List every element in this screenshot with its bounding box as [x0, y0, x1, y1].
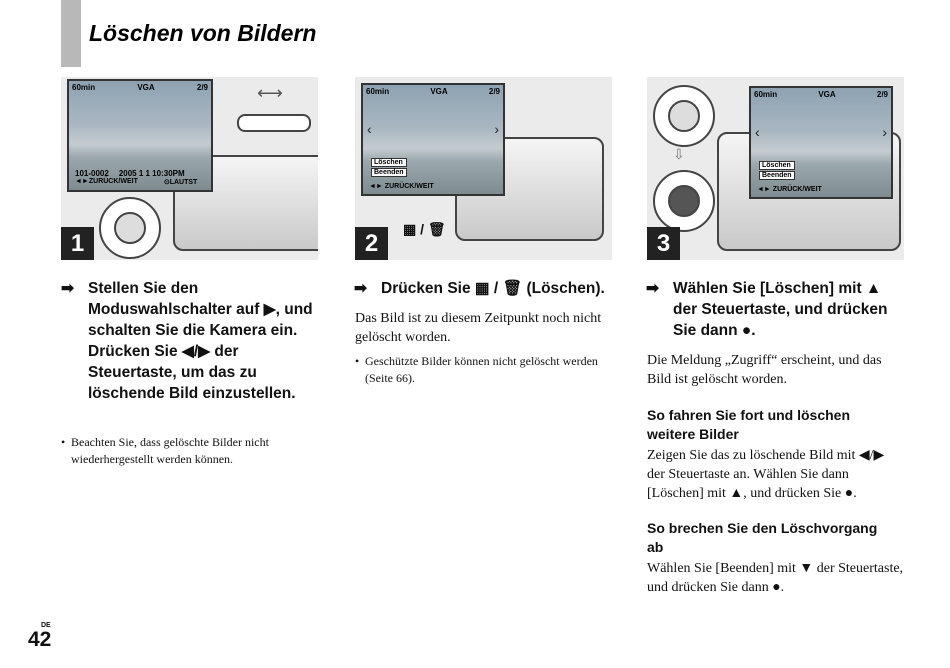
- camera-lcd: 60min VGA 2/9 ‹ › Löschen Beenden ◄► ZURÜC…: [361, 83, 505, 196]
- step-1-note: •Beachten Sie, dass gelöschte Bilder nic…: [61, 435, 269, 466]
- cancel-body: Wählen Sie [Beenden] mit ▼ der Steuertas…: [647, 561, 904, 595]
- step-3-heading-text: Wählen Sie [Löschen] mit ▲ der Steuertas…: [673, 280, 888, 339]
- right-arrow-icon: ➡: [646, 280, 659, 297]
- right-arrow-icon: ➡: [354, 280, 367, 297]
- menu-item-exit: Beenden: [371, 168, 407, 177]
- file-number: 101-0002: [75, 169, 109, 178]
- step-3-illustration: ⇩ 60min VGA 2/9 ‹ › Löschen Beenden ◄► ZUR…: [647, 77, 904, 260]
- subheading-continue: So fahren Sie fort und löschen weitere B…: [647, 407, 851, 442]
- step-1-heading: ➡ Stellen Sie den Moduswahlschalter auf …: [61, 278, 318, 404]
- note-text: Beachten Sie, dass gelöschte Bilder nich…: [71, 435, 269, 466]
- page-number: 42: [28, 628, 52, 651]
- control-button-press-icon: [653, 170, 715, 232]
- step-2-illustration: 60min VGA 2/9 ‹ › Löschen Beenden ◄► ZURÜC…: [355, 77, 612, 260]
- control-button-icon: [653, 85, 715, 147]
- note-text: Geschützte Bilder können nicht gelöscht …: [365, 354, 598, 385]
- step-2-heading: ➡ Drücken Sie ▦ / 🗑 (Löschen).: [354, 278, 621, 299]
- delete-menu: Löschen Beenden: [759, 161, 795, 181]
- quality-label: VGA: [818, 90, 836, 99]
- image-counter: 2/9: [488, 87, 500, 96]
- page-title: Löschen von Bildern: [89, 20, 317, 46]
- mode-switch: [237, 114, 311, 132]
- language-label: DE: [41, 622, 51, 629]
- step-2-note: •Geschützte Bilder können nicht gelöscht…: [355, 354, 598, 385]
- down-arrow-icon: ⇩: [673, 148, 685, 163]
- step-2-heading-text: Drücken Sie ▦ / 🗑 (Löschen).: [381, 280, 605, 297]
- lcd-hint: ◄► ZURÜCK/WEIT: [369, 183, 434, 190]
- battery-label: 60min: [72, 83, 96, 92]
- right-arrow-icon: ›: [882, 124, 887, 140]
- header-bar: [61, 0, 81, 67]
- delete-button-label: ▦ / 🗑: [403, 221, 446, 237]
- battery-label: 60min: [366, 87, 390, 96]
- battery-label: 60min: [754, 90, 778, 99]
- right-arrow-icon: ›: [494, 121, 499, 137]
- lcd-hint: ◄►ZURÜCK/WEIT: [75, 178, 138, 185]
- step-number: 1: [61, 227, 94, 260]
- step-number: 3: [647, 227, 680, 260]
- menu-item-delete: Löschen: [371, 158, 407, 167]
- step-1-heading-text: Stellen Sie den Moduswahlschalter auf ▶,…: [88, 280, 313, 402]
- step-3-body: Die Meldung „Zugriff“ erscheint, und das…: [647, 353, 882, 387]
- continue-body: Zeigen Sie das zu löschende Bild mit ◀/▶…: [647, 448, 885, 501]
- left-arrow-icon: ‹: [367, 121, 372, 137]
- quality-label: VGA: [430, 87, 448, 96]
- quality-label: VGA: [137, 83, 155, 92]
- step-2-body: Das Bild ist zu diesem Zeitpunkt noch ni…: [355, 311, 602, 345]
- left-arrow-icon: ‹: [755, 124, 760, 140]
- subheading-cancel: So brechen Sie den Löschvorgang ab: [647, 520, 878, 555]
- step-3-heading: ➡ Wählen Sie [Löschen] mit ▲ der Steuert…: [646, 278, 903, 341]
- menu-item-delete: Löschen: [759, 161, 795, 170]
- step-1-illustration: ⟷ 60min VGA 2/9 101-0002 2005 1 1 10:30PM ◄…: [61, 77, 318, 260]
- switch-direction-icon: ⟷: [257, 83, 283, 103]
- delete-menu: Löschen Beenden: [371, 158, 407, 178]
- date-time: 2005 1 1 10:30PM: [118, 169, 185, 178]
- right-arrow-icon: ➡: [61, 280, 74, 297]
- image-counter: 2/9: [196, 83, 208, 92]
- step-number: 2: [355, 227, 388, 260]
- menu-item-exit: Beenden: [759, 171, 795, 180]
- control-button-icon: [99, 197, 161, 259]
- image-counter: 2/9: [876, 90, 888, 99]
- camera-lcd: 60min VGA 2/9 101-0002 2005 1 1 10:30PM ◄►Z…: [67, 79, 213, 192]
- camera-lcd: 60min VGA 2/9 ‹ › Löschen Beenden ◄► ZURÜC…: [749, 86, 893, 199]
- lcd-hint: ◄► ZURÜCK/WEIT: [757, 186, 822, 193]
- lcd-hint: ⊙LAUTST: [163, 179, 198, 186]
